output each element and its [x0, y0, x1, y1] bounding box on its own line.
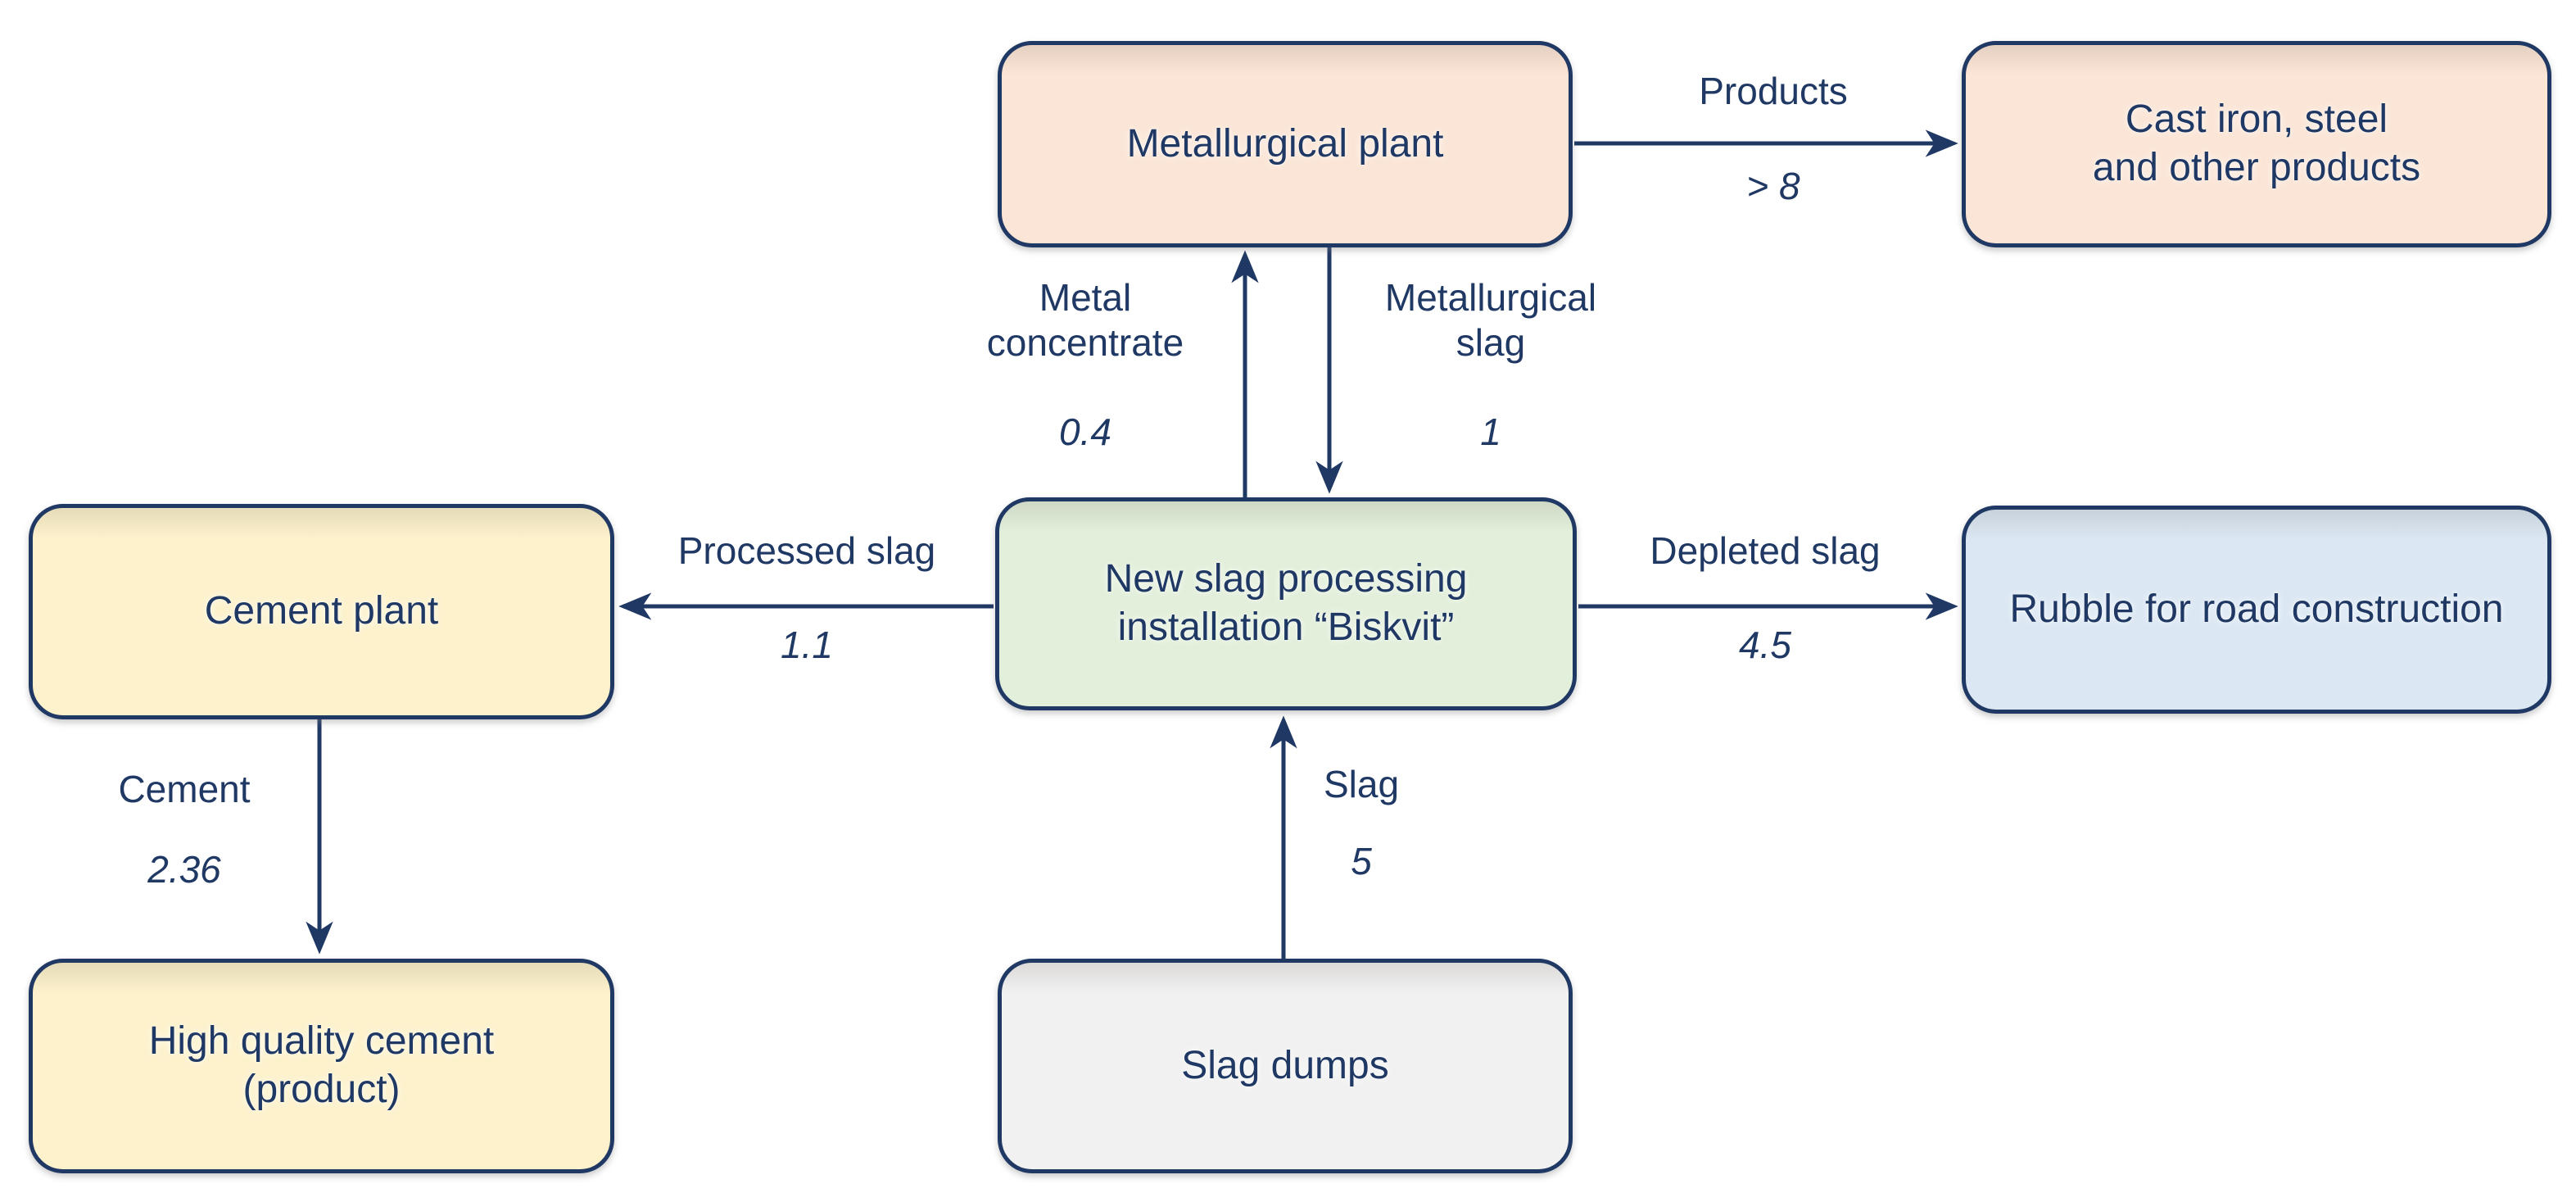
node-slag-dumps-label: Slag dumps [1181, 1043, 1389, 1087]
node-metallurgical-plant-label: Metallurgical plant [1126, 121, 1444, 166]
flow-label-slag: Slag [1323, 763, 1400, 805]
flow-value-products: > 8 [1746, 165, 1800, 207]
node-rubble: Rubble for road construction [1962, 506, 2551, 714]
node-metallurgical-plant: Metallurgical plant [998, 41, 1573, 247]
flow-value-metal-concentrate: 0.4 [1059, 411, 1111, 453]
node-high-quality-cement-label: High quality cement (product) [148, 1019, 495, 1111]
flow-label-processed-slag: Processed slag [677, 529, 936, 572]
flow-label-metal-concentrate: Metal concentrate [986, 276, 1184, 365]
flow-value-cement: 2.36 [147, 848, 221, 891]
node-cast-iron-products-label: Cast iron, steel and other products [2092, 98, 2421, 189]
node-cement-plant-label: Cement plant [204, 589, 439, 633]
flow-label-depleted-slag: Depleted slag [1650, 529, 1881, 572]
flow-label-products: Products [1699, 70, 1848, 112]
flow-value-processed-slag: 1.1 [781, 624, 833, 666]
flow-label-metallurgical-slag: Metallurgical slag [1384, 276, 1597, 365]
node-slag-dumps: Slag dumps [998, 959, 1573, 1173]
flow-label-cement: Cement [118, 768, 251, 810]
node-cement-plant: Cement plant [29, 504, 614, 719]
node-cast-iron-products: Cast iron, steel and other products [1962, 41, 2551, 247]
flow-value-slag: 5 [1351, 840, 1372, 882]
flow-value-metallurgical-slag: 1 [1480, 411, 1501, 453]
flow-value-depleted-slag: 4.5 [1739, 624, 1791, 666]
node-biskvit-installation-label: New slag processing installation “Biskvi… [1104, 557, 1468, 649]
node-biskvit-installation: New slag processing installation “Biskvi… [995, 497, 1577, 710]
node-rubble-label: Rubble for road construction [2009, 587, 2504, 631]
node-high-quality-cement: High quality cement (product) [29, 959, 614, 1173]
